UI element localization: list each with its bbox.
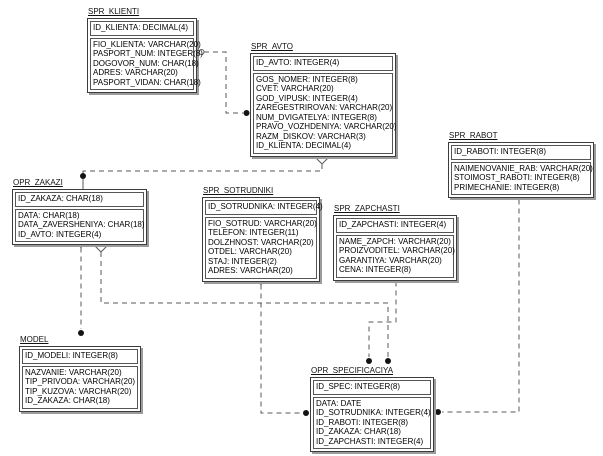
entity-spr-zapchasti[interactable]: SPR_ZAPCHASTI ID_ZAPCHASTI: INTEGER(4) N…: [333, 204, 457, 281]
attribute: ADRES: VARCHAR(20): [208, 266, 293, 275]
cardinality-dot: [385, 358, 391, 364]
entity-title: SPR_KLIENTI: [88, 7, 140, 16]
attribute: NAIMENOVANIE_RAB: VARCHAR(20): [454, 163, 593, 173]
cardinality-dot: [80, 173, 86, 179]
pk-attribute: ID_MODELI: INTEGER(8): [25, 351, 118, 360]
pk-attribute: ID_RABOTI: INTEGER(8): [454, 147, 547, 156]
cardinality-dot: [243, 110, 250, 116]
attribute: PRIMECHANIE: INTEGER(8): [454, 182, 560, 192]
attribute: ADRES: VARCHAR(20): [93, 68, 178, 77]
attribute: OTDEL: VARCHAR(20): [208, 247, 292, 256]
entity-fields: NAIMENOVANIE_RAB: VARCHAR(20)STOIMOST_RA…: [451, 161, 593, 195]
entity-title: SPR_AVTO: [251, 42, 293, 51]
entity-opr-specificaciya[interactable]: OPR_SPECIFICACIYA ID_SPEC: INTEGER(8) DA…: [310, 366, 434, 452]
attribute: FIO_KLIENTA: VARCHAR(20): [93, 39, 201, 49]
attribute: GOS_NOMER: INTEGER(8): [256, 74, 358, 84]
entity-fields: NAME_ZAPCH: VARCHAR(20)PROIZVODITEL: VAR…: [336, 234, 455, 278]
entity-pk: ID_ZAPCHASTI: INTEGER(4): [336, 218, 454, 233]
cardinality-dot: [303, 410, 309, 416]
entity-pk: ID_MODELI: INTEGER(8): [22, 349, 138, 364]
entity-title: SPR_SOTRUDNIKI: [203, 186, 274, 195]
attribute: ID_RABOTI: INTEGER(8): [316, 417, 409, 427]
cardinality-dot: [435, 409, 441, 415]
pk-attribute: ID_KLIENTA: DECIMAL(4): [93, 23, 188, 32]
attribute: ID_KLIENTA: DECIMAL(4): [256, 141, 351, 150]
pk-attribute: ID_SPEC: INTEGER(8): [316, 382, 401, 391]
attribute: TIP_KUZOVA: VARCHAR(20): [25, 386, 132, 396]
attribute: NAZVANIE: VARCHAR(20): [25, 367, 122, 377]
entity-fields: NAZVANIE: VARCHAR(20)TIP_PRIVODA: VARCHA…: [22, 365, 138, 409]
entity-pk: ID_AVTO: INTEGER(4): [253, 56, 393, 71]
entity-model[interactable]: MODEL ID_MODELI: INTEGER(8) NAZVANIE: VA…: [19, 335, 141, 412]
attribute: NUM_DVIGATELYA: INTEGER(8): [256, 112, 377, 122]
attribute: ZAREGESTRIROVAN: VARCHAR(20): [256, 103, 393, 112]
entity-opr-zakazi[interactable]: OPR_ZAKAZI ID_ZAKAZA: CHAR(18) DATA: CHA…: [12, 178, 147, 245]
pk-attribute: ID_ZAPCHASTI: INTEGER(4): [339, 220, 447, 229]
attribute: TIP_PRIVODA: VARCHAR(20): [25, 377, 136, 386]
attribute: PROIZVODITEL: VARCHAR(20): [339, 246, 455, 255]
entity-pk: ID_KLIENTA: DECIMAL(4): [90, 21, 194, 36]
attribute: ID_AVTO: INTEGER(4): [18, 229, 102, 239]
pk-attribute: ID_SOTRUDNIKA: INTEGER(4): [208, 202, 323, 211]
attribute: NAME_ZAPCH: VARCHAR(20): [339, 236, 451, 246]
crow-foot-icon: [94, 245, 108, 253]
relationship-zakazi-model[interactable]: [75, 240, 87, 336]
attribute: CENA: INTEGER(8): [339, 265, 412, 274]
attribute: TELEFON: INTEGER(11): [208, 228, 299, 237]
entity-title: SPR_RABOT: [449, 131, 498, 140]
attribute: DATA: DATE: [316, 398, 362, 408]
entity-pk: ID_ZAKAZA: CHAR(18): [15, 192, 144, 207]
attribute: GARANTIYA: VARCHAR(20): [339, 255, 442, 265]
cardinality-dot: [366, 358, 372, 364]
attribute: DOGOVOR_NUM: CHAR(18): [93, 58, 199, 68]
attribute: PASPORT_VIDAN: CHAR(18): [93, 77, 201, 87]
relationship-zapchasti-specificaciya[interactable]: [366, 275, 403, 365]
attribute: ID_ZAPCHASTI: INTEGER(4): [316, 436, 424, 446]
attribute: PASPORT_NUM: INTEGER(8): [93, 49, 203, 58]
cardinality-dot: [78, 330, 84, 336]
entity-spr-rabot[interactable]: SPR_RABOT ID_RABOTI: INTEGER(8) NAIMENOV…: [448, 131, 594, 198]
attribute: PRAVO_VOZHDENIYA: VARCHAR(20): [256, 122, 397, 131]
entity-fields: FIO_KLIENTA: VARCHAR(20)PASPORT_NUM: INT…: [90, 37, 203, 90]
entity-title: MODEL: [20, 335, 49, 344]
entity-fields: DATA: CHAR(18)DATA_ZAVERSHENIYA: CHAR(18…: [15, 208, 145, 242]
entity-pk: ID_RABOTI: INTEGER(8): [451, 145, 591, 160]
attribute: STAJ: INTEGER(2): [208, 256, 277, 266]
pk-attribute: ID_ZAKAZA: CHAR(18): [18, 194, 103, 203]
pk-attribute: ID_AVTO: INTEGER(4): [256, 58, 340, 67]
entity-spr-klienti[interactable]: SPR_KLIENTI ID_KLIENTA: DECIMAL(4) FIO_K…: [87, 7, 203, 93]
attribute: RAZM_DISKOV: VARCHAR(3): [256, 131, 366, 141]
entity-title: OPR_SPECIFICACIYA: [311, 366, 394, 375]
entity-title: OPR_ZAKAZI: [13, 178, 63, 187]
attribute: ID_SOTRUDNIKA: INTEGER(4): [316, 408, 431, 417]
entity-title: SPR_ZAPCHASTI: [334, 204, 400, 213]
attribute: FIO_SOTRUD: VARCHAR(20): [208, 218, 317, 228]
relationship-avto-zakazi[interactable]: [80, 151, 329, 189]
attribute: DATA: CHAR(18): [18, 210, 80, 220]
entity-fields: FIO_SOTRUD: VARCHAR(20)TELEFON: INTEGER(…: [205, 216, 317, 279]
relationship-sotrudniki-specificaciya[interactable]: [254, 278, 309, 417]
entity-spr-avto[interactable]: SPR_AVTO ID_AVTO: INTEGER(4) GOS_NOMER: …: [250, 42, 397, 157]
attribute: DOLZHNOST: VARCHAR(20): [208, 237, 314, 247]
entity-pk: ID_SOTRUDNIKA: INTEGER(4): [205, 200, 323, 215]
crow-foot-icon: [315, 157, 329, 165]
entity-fields: GOS_NOMER: INTEGER(8)CVET: VARCHAR(20)GO…: [253, 72, 397, 154]
entity-pk: ID_SPEC: INTEGER(8): [313, 380, 431, 395]
attribute: CVET: VARCHAR(20): [256, 84, 334, 93]
attribute: GOD_VIPUSK: INTEGER(4): [256, 93, 358, 103]
entity-spr-sotrudniki[interactable]: SPR_SOTRUDNIKI ID_SOTRUDNIKA: INTEGER(4)…: [202, 186, 323, 282]
attribute: STOIMOST_RABOTI: INTEGER(8): [454, 173, 580, 182]
attribute: ID_ZAKAZA: CHAR(18): [316, 427, 401, 436]
attribute: ID_ZAKAZA: CHAR(18): [25, 396, 110, 405]
relationship-klienti-avto[interactable]: [198, 49, 250, 117]
attribute: DATA_ZAVERSHENIYA: CHAR(18): [18, 220, 145, 229]
